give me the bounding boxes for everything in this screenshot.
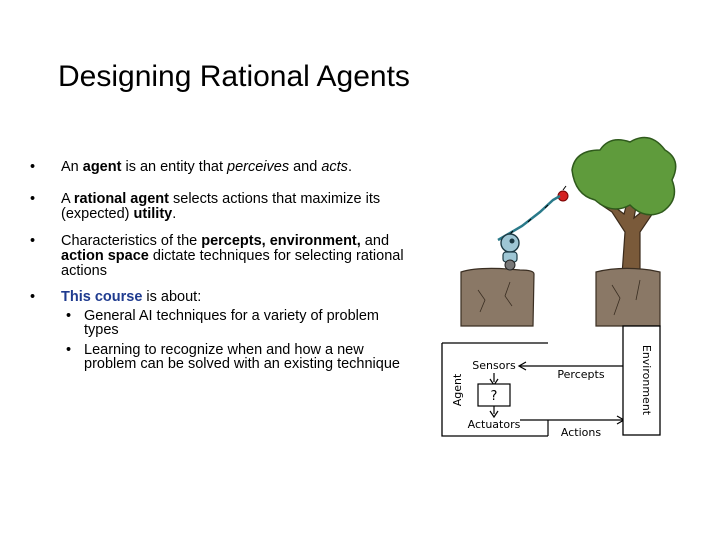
text-bold-rational-agent: rational agent xyxy=(73,191,169,207)
agent-box xyxy=(441,342,548,437)
text-segment: Characteristics of the xyxy=(61,233,202,249)
sub-bullet-learning: • Learning to recognize when and how a n… xyxy=(66,342,414,372)
actuators-label: Actuators xyxy=(468,418,521,431)
text-segment: selects actions that maximize its (expec… xyxy=(61,191,381,222)
text-segment: is about: xyxy=(142,289,202,305)
sub-bullet-general-techniques: • General AI techniques for a variety of… xyxy=(66,308,414,338)
sub-bullet-text: Learning to recognize when and how a new… xyxy=(84,342,400,372)
text-segment: and xyxy=(360,233,390,249)
text-italic-acts: acts xyxy=(321,159,348,175)
agent-label: Agent xyxy=(451,373,464,406)
right-cliff-crack xyxy=(611,279,641,316)
right-cliff xyxy=(595,267,661,327)
actions-arrow xyxy=(520,419,623,436)
text-segment: An xyxy=(61,159,83,175)
apple-stem xyxy=(562,185,567,191)
cliffs xyxy=(460,267,661,327)
bullet-agent-definition: • An agent is an entity that perceives a… xyxy=(30,160,352,175)
text-segment: is an entity that xyxy=(121,159,228,175)
robot-wheel xyxy=(504,259,516,271)
environment-label: Environment xyxy=(640,345,653,416)
sub-bullet-marker: • xyxy=(66,308,72,324)
robot-illustration xyxy=(497,194,561,271)
bullet-marker: • xyxy=(30,159,36,175)
sensors-label: Sensors xyxy=(472,359,516,372)
tree-canopy xyxy=(571,136,677,216)
environment-box xyxy=(622,325,661,436)
text-bold-utility: utility xyxy=(133,206,173,222)
sub-bullet-marker: • xyxy=(66,342,72,358)
text-segment: dictate techniques for selecting rationa… xyxy=(61,248,404,279)
sub-bullet-text: General AI techniques for a variety of p… xyxy=(84,308,379,338)
actions-label: Actions xyxy=(561,426,601,439)
bullet-course: • This course is about: xyxy=(30,290,201,305)
text-segment: . xyxy=(172,206,177,222)
text-italic-perceives: perceives xyxy=(227,159,290,175)
page-title: Designing Rational Agents xyxy=(58,60,410,93)
bullet-marker: • xyxy=(30,191,36,207)
text-segment: and xyxy=(289,159,322,175)
robot-arm xyxy=(497,194,561,242)
percepts-label: Percepts xyxy=(557,368,604,381)
text-bold-agent: agent xyxy=(82,159,122,175)
bullet-marker: • xyxy=(30,289,36,305)
text-bold-percepts: percepts, environment, xyxy=(201,233,361,249)
text-bold-action-space: action space xyxy=(61,248,149,264)
robot-eye xyxy=(509,238,515,244)
tree-illustration xyxy=(557,136,677,276)
text-segment: . xyxy=(347,159,352,175)
bullet-marker: • xyxy=(30,233,36,249)
bullet-rational-agent: • A rational agent selects actions that … xyxy=(30,192,410,222)
left-cliff xyxy=(460,267,535,327)
left-cliff-crack xyxy=(477,281,513,313)
bullet-characteristics: • Characteristics of the percepts, envir… xyxy=(30,234,410,279)
text-segment: A xyxy=(61,191,74,207)
processor-question: ? xyxy=(491,389,498,404)
robot-head xyxy=(500,233,520,253)
text-this-course: This course xyxy=(61,289,143,305)
